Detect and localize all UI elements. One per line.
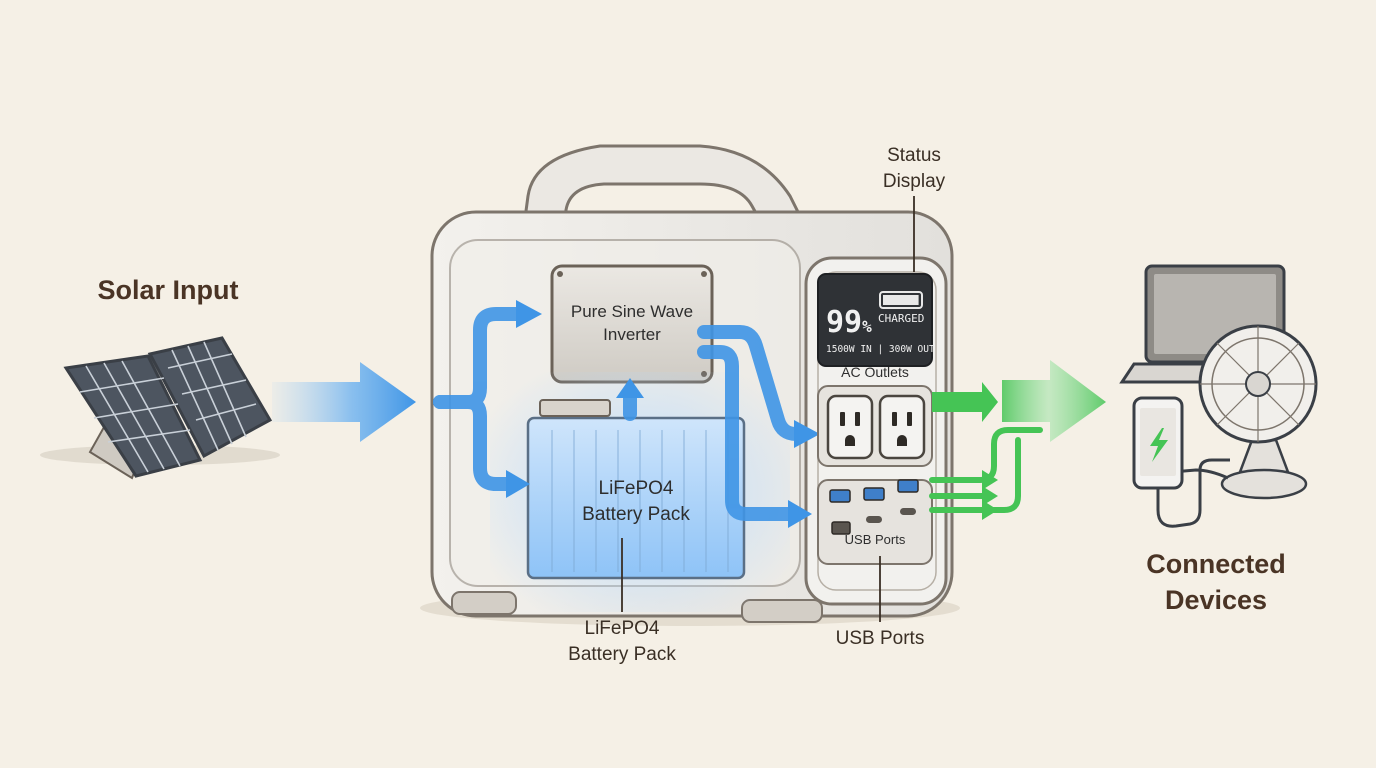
solar-input-arrow <box>272 362 416 442</box>
ac-outlets-panel <box>817 385 933 467</box>
solar-input-label: Solar Input <box>97 275 239 305</box>
inverter-label: Pure Sine Wave Inverter <box>554 300 710 346</box>
connected-devices-label-line-1: Connected <box>1146 549 1286 579</box>
inverter-label-line-2: Inverter <box>603 325 661 344</box>
status-display <box>817 196 933 367</box>
usb-c-port-1[interactable] <box>866 516 882 523</box>
usb-ports-callout-label: USB Ports <box>835 628 925 649</box>
charge-percent-sign: % <box>862 317 872 336</box>
phone-icon <box>1132 396 1230 528</box>
status-display-label-line-2: Display <box>882 171 946 192</box>
inverter-box <box>550 264 714 384</box>
ac-outlet-2[interactable] <box>878 394 926 460</box>
internal-flow-arrows <box>433 307 803 521</box>
charge-percent: 99% <box>826 306 872 344</box>
battery-level-fill <box>883 295 919 305</box>
internal-arrowheads <box>506 300 820 528</box>
usb-c-port-2[interactable] <box>900 508 916 515</box>
solar-panel-icon <box>40 336 280 480</box>
charge-status: CHARGED <box>878 312 925 325</box>
connected-devices-label: Connected Devices <box>1124 546 1308 618</box>
battery-callout-label-line-2: Battery Pack <box>568 644 676 665</box>
charge-percent-value: 99 <box>826 305 863 340</box>
battery-inside-label: LiFePO4 Battery Pack <box>538 476 734 528</box>
ac-outlet-1[interactable] <box>826 394 874 460</box>
battery-pack <box>490 372 790 612</box>
ac-outlets-label: AC Outlets <box>841 364 909 380</box>
usb-a-port-3[interactable] <box>897 479 919 493</box>
inverter-label-line-1: Pure Sine Wave <box>570 302 694 321</box>
battery-inside-label-line-2: Battery Pack <box>582 504 690 525</box>
output-flow-arrows <box>929 360 1106 520</box>
status-display-label-line-1: Status <box>887 145 941 166</box>
power-readout: 1500W IN | 300W OUT <box>826 344 935 355</box>
status-display-label: Status Display <box>864 143 964 195</box>
usb-a-port-1[interactable] <box>829 489 851 503</box>
usb-ports-panel-label: USB Ports <box>844 532 906 547</box>
connected-devices-label-line-2: Devices <box>1164 585 1268 615</box>
charging-bolt-icon <box>1150 428 1168 462</box>
battery-inside-label-line-1: LiFePO4 <box>598 478 674 499</box>
fan-icon <box>1171 324 1318 500</box>
usb-a-port-2[interactable] <box>863 487 885 501</box>
battery-callout-label-line-1: LiFePO4 <box>584 618 660 639</box>
battery-callout-label: LiFePO4 Battery Pack <box>550 616 694 668</box>
usb-a-port-4[interactable] <box>831 521 851 535</box>
usb-ports-panel <box>817 479 933 622</box>
